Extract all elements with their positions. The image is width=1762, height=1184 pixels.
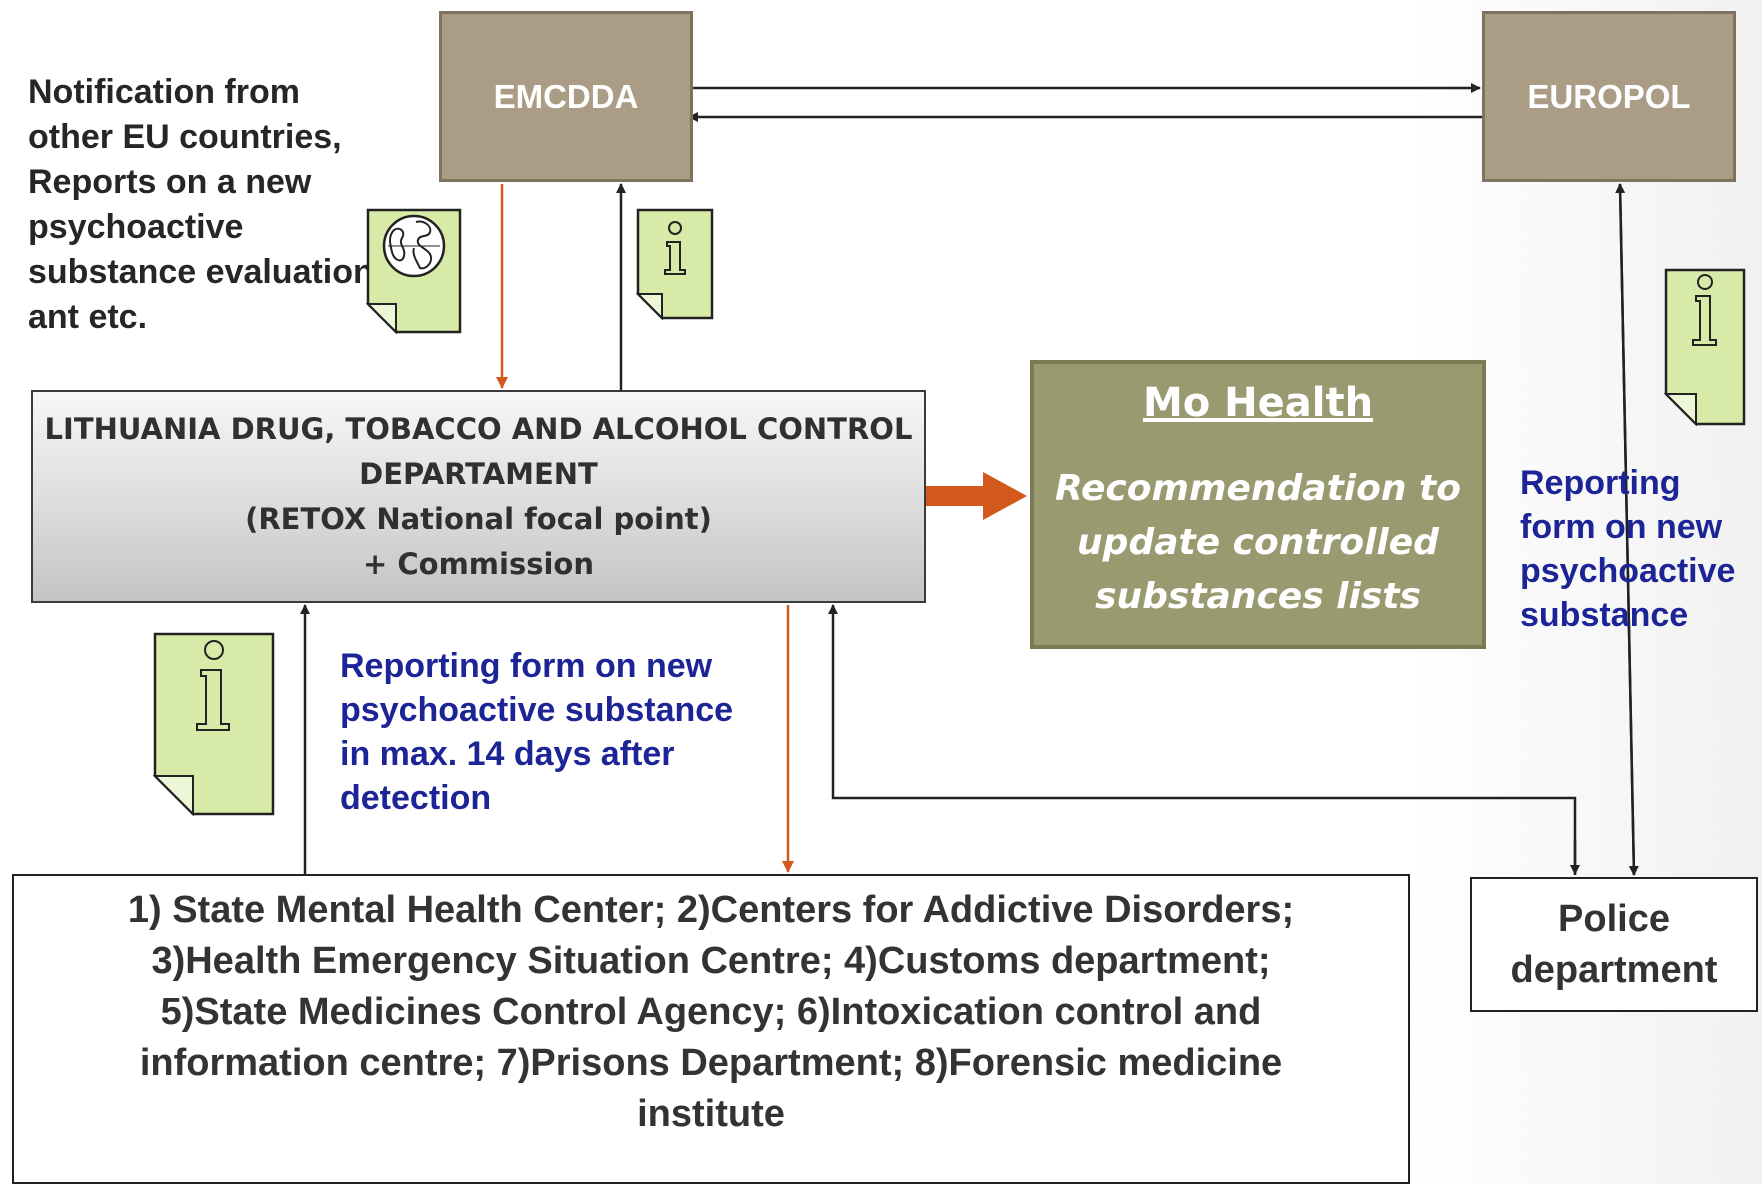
info-document-icon: [1664, 268, 1746, 426]
department-line-4: + Commission: [362, 546, 594, 581]
police-department-box: Police department: [1470, 877, 1758, 1012]
department-line-1: LITHUANIA DRUG, TOBACCO AND ALCOHOL CONT…: [44, 411, 913, 446]
centres-line-2: 3)Health Emergency Situation Centre; 4)C…: [151, 940, 1271, 982]
globe-document-icon: [366, 208, 462, 334]
emcdda-box: EMCDDA: [439, 11, 693, 182]
department-line-2: DEPARTAMENT: [359, 456, 598, 491]
centres-line-1: 1) State Mental Health Center; 2)Centers…: [127, 889, 1295, 931]
department-box: LITHUANIA DRUG, TOBACCO AND ALCOHOL CONT…: [31, 390, 926, 603]
reporting-form-left: Reporting form on new psychoactive subst…: [340, 647, 734, 817]
centres-line-5: institute: [637, 1093, 785, 1135]
info-document-icon: [153, 632, 275, 816]
mohealth-box: Mo Health Recommendation to update contr…: [1030, 360, 1486, 649]
arrow-europol-to-police: [1618, 183, 1639, 876]
reporting-form-right: Reporting form on new psychoactive subst…: [1520, 464, 1736, 634]
europol-label: EUROPOL: [1527, 77, 1691, 115]
mohealth-recommendation: Recommendation to update controlled subs…: [1055, 468, 1461, 617]
centres-line-3: 5)State Medicines Control Agency; 6)Into…: [160, 991, 1262, 1033]
info-document-icon: [636, 208, 714, 320]
notification-text: Notification from other EU countries, Re…: [28, 73, 374, 336]
centres-line-4: information centre; 7)Prisons Department…: [139, 1042, 1283, 1084]
arrow-department-to-mohealth: [926, 472, 1027, 520]
europol-box: EUROPOL: [1482, 11, 1736, 182]
arrow-police-to-department: [828, 604, 1577, 875]
emcdda-label: EMCDDA: [493, 77, 639, 115]
mohealth-title: Mo Health: [1142, 380, 1374, 426]
department-line-3: (RETOX National focal point): [245, 501, 712, 536]
police-label: Police department: [1510, 897, 1718, 991]
reporting-centres-box: 1) State Mental Health Center; 2)Centers…: [12, 874, 1410, 1184]
